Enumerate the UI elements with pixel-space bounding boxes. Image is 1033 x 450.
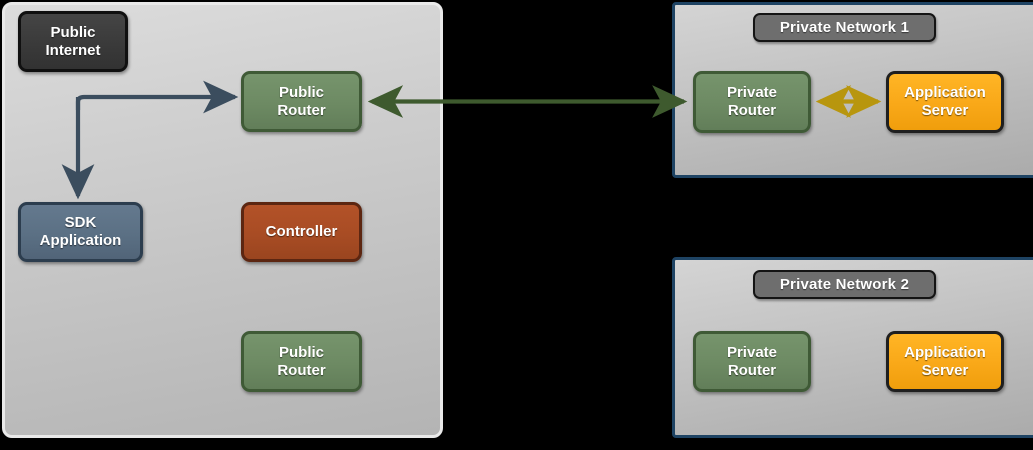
node-pn2-application-server[interactable]: Application Server xyxy=(886,331,1004,392)
node-controller[interactable]: Controller xyxy=(241,202,362,262)
node-pn1-application-server[interactable]: Application Server xyxy=(886,71,1004,133)
node-public-internet[interactable]: Public Internet xyxy=(18,11,128,72)
node-public-router-top[interactable]: Public Router xyxy=(241,71,362,132)
node-public-router-bottom[interactable]: Public Router xyxy=(241,331,362,392)
private-network-2-title: Private Network 2 xyxy=(753,270,936,299)
node-pn1-private-router[interactable]: Private Router xyxy=(693,71,811,133)
node-pn2-private-router[interactable]: Private Router xyxy=(693,331,811,392)
private-network-1-title: Private Network 1 xyxy=(753,13,936,42)
node-sdk-application[interactable]: SDK Application xyxy=(18,202,143,262)
